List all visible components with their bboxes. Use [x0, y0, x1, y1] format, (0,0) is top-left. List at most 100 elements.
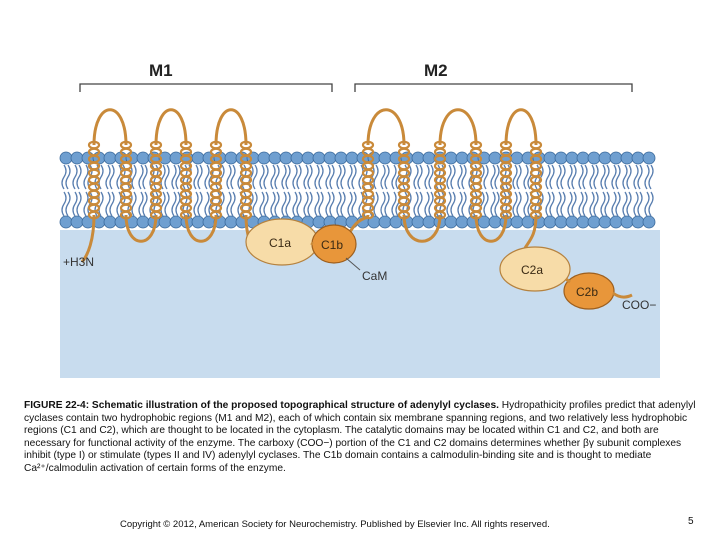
lipid-tail: [644, 191, 650, 217]
m1-label: M1: [149, 61, 173, 80]
lipid-tail: [589, 191, 595, 217]
lipid-tail: [340, 191, 346, 217]
lipid-tail: [516, 191, 522, 217]
lipid-tail: [512, 191, 518, 217]
helix-turn: [361, 210, 375, 220]
lipid-tail: [391, 164, 397, 190]
helix-turn: [499, 161, 513, 171]
lipid-tail: [600, 191, 606, 217]
helix-turn: [397, 161, 411, 171]
lipid-head-outer: [444, 151, 458, 165]
lipid-tail: [164, 164, 170, 190]
transmembrane-helix: [397, 140, 411, 220]
c-terminal-tail: [612, 291, 633, 299]
lipid-tail: [204, 191, 210, 217]
helix-turn: [433, 161, 447, 171]
lipid-head-outer: [631, 151, 645, 165]
lipid-head-outer: [455, 151, 469, 165]
helix-turn: [179, 175, 193, 185]
lipid-tail: [197, 164, 203, 190]
lipid-head-outer: [642, 151, 656, 165]
lipid-tail: [483, 164, 489, 190]
lipid-tail: [358, 164, 364, 190]
lipid-tail: [230, 191, 236, 217]
lipid-tail: [417, 164, 423, 190]
lipid-head-inner: [411, 215, 425, 229]
lipid-tail: [281, 164, 287, 190]
helix-turn: [361, 189, 375, 199]
n-terminal-tail: [80, 214, 96, 263]
lipid-tail: [384, 191, 390, 217]
lipid-tail: [259, 191, 265, 217]
lipid-tail: [105, 164, 111, 190]
lipid-head-inner: [510, 215, 524, 229]
lipid-tail: [490, 164, 496, 190]
intracellular-loop: [184, 214, 218, 243]
lipid-head-inner: [136, 215, 150, 229]
lipid-head-inner: [70, 215, 84, 229]
lipid-head-inner: [422, 215, 436, 229]
lipid-tail: [626, 164, 632, 190]
copyright-footer: Copyright © 2012, American Society for N…: [120, 519, 550, 530]
lipid-tail: [450, 164, 456, 190]
lipid-tail: [263, 164, 269, 190]
lipid-tail: [76, 164, 82, 190]
helix-turn: [239, 161, 253, 171]
lipid-head-inner: [444, 215, 458, 229]
lipid-head-outer: [268, 151, 282, 165]
lipid-head-outer: [334, 151, 348, 165]
lipid-tail: [197, 191, 203, 217]
lipid-tail: [490, 191, 496, 217]
lipid-tail: [226, 191, 232, 217]
helix-turn: [179, 168, 193, 178]
lipid-head-inner: [455, 215, 469, 229]
lipid-tail: [296, 164, 302, 190]
lipid-head-inner: [554, 215, 568, 229]
c1b-label: C1b: [321, 238, 343, 252]
helix-turn: [397, 168, 411, 178]
lipid-head-inner: [224, 215, 238, 229]
lipid-tail: [270, 191, 276, 217]
lipid-tail: [615, 164, 621, 190]
helix-turn: [87, 196, 101, 206]
lipid-tail: [142, 191, 148, 217]
helix-turn: [119, 203, 133, 213]
m2-bracket: [354, 83, 633, 92]
lipid-tail: [424, 164, 430, 190]
transmembrane-helix: [499, 140, 513, 220]
helix-turn: [209, 182, 223, 192]
lipid-tail: [171, 164, 177, 190]
lipid-tail: [549, 164, 555, 190]
lipid-tail: [571, 164, 577, 190]
lipid-tail: [373, 164, 379, 190]
lipid-tail: [582, 191, 588, 217]
lipid-tail: [593, 191, 599, 217]
lipid-tail: [325, 191, 331, 217]
figure-caption: FIGURE 22-4: Schematic illustration of t…: [24, 400, 696, 476]
lipid-tail: [380, 191, 386, 217]
helix-turn: [361, 168, 375, 178]
transmembrane-helix: [239, 140, 253, 220]
lipid-head-inner: [620, 215, 634, 229]
lipid-tail: [457, 164, 463, 190]
lipid-tail: [252, 164, 258, 190]
lipid-tail: [61, 191, 67, 217]
lipid-tail: [417, 191, 423, 217]
transmembrane-helix: [433, 140, 447, 220]
lipid-head-outer: [510, 151, 524, 165]
c2b-domain: [563, 272, 615, 310]
lipid-tail: [512, 164, 518, 190]
lipid-tail: [303, 191, 309, 217]
lipid-tail: [193, 191, 199, 217]
helix-turn: [361, 196, 375, 206]
helix-turn: [87, 203, 101, 213]
cam-pointer: [345, 257, 361, 271]
helix-turn: [119, 161, 133, 171]
lipid-tail: [83, 191, 89, 217]
lipid-tail: [351, 164, 357, 190]
lipid-tail: [622, 164, 628, 190]
lipid-tail: [285, 164, 291, 190]
lipid-tail: [549, 191, 555, 217]
lipid-tail: [347, 164, 353, 190]
lipid-head-outer: [411, 151, 425, 165]
